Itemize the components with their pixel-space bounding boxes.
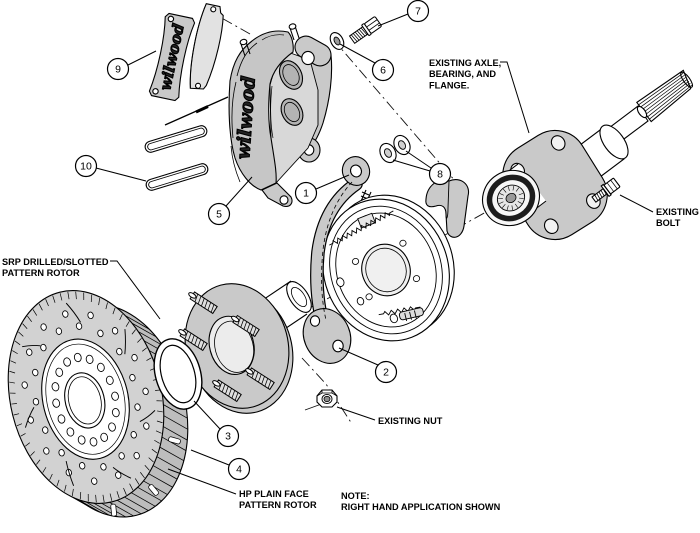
rotor xyxy=(7,290,189,518)
callout-5: 5 xyxy=(207,176,253,226)
hub-flange xyxy=(178,283,294,414)
callout-3: 3 xyxy=(193,400,240,448)
label-leader-srp-rotor xyxy=(110,260,161,320)
adjuster xyxy=(389,307,424,324)
label-leader-existing-axle xyxy=(500,61,530,134)
callout-number-6: 6 xyxy=(380,65,386,77)
callout-leader-8 xyxy=(392,159,431,172)
callout-number-8: 8 xyxy=(437,169,443,181)
callout-4: 4 xyxy=(190,449,251,481)
callout-circle-10 xyxy=(74,154,98,178)
label-existing-nut: EXISTING NUT xyxy=(336,406,443,426)
existing-nut-part xyxy=(316,389,338,408)
o-ring xyxy=(153,338,203,410)
callout-circle-4 xyxy=(227,457,251,481)
label-leader-existing-nut xyxy=(336,406,376,421)
callout-circle-9 xyxy=(106,57,130,81)
callout-number-7: 7 xyxy=(415,6,421,18)
label-leader-existing-bolt xyxy=(619,194,654,213)
caliper-script-text: wilwood xyxy=(233,75,260,160)
callout-layer: 1 2 3 4 5 6 7 8 9 10 xyxy=(74,0,452,481)
callout-circle-7 xyxy=(406,0,430,23)
callout-leader-8 xyxy=(405,150,432,169)
label-leader-hp-rotor xyxy=(167,468,237,495)
label-hp-rotor-line2: PATTERN ROTOR xyxy=(239,500,317,510)
label-note-line2: RIGHT HAND APPLICATION SHOWN xyxy=(341,502,501,512)
callout-8: 8 xyxy=(392,150,452,186)
callout-1: 1 xyxy=(294,174,350,205)
label-existing-axle-line2: BEARING, AND xyxy=(429,69,496,79)
callout-leader-10 xyxy=(95,167,147,182)
wheel-stud xyxy=(245,367,275,391)
caliper: wilwood xyxy=(228,23,333,207)
callout-10: 10 xyxy=(74,154,147,182)
label-existing-bolt-line1: EXISTING xyxy=(656,207,699,217)
callout-number-4: 4 xyxy=(236,464,242,476)
callout-2: 2 xyxy=(338,347,398,384)
axle-bearing-flange xyxy=(481,69,694,241)
wheel-stud xyxy=(231,314,260,338)
washer-6 xyxy=(329,32,345,50)
callout-9: 9 xyxy=(106,50,157,81)
caliper-body xyxy=(228,30,294,191)
callout-leader-6 xyxy=(339,43,376,64)
callout-leader-9 xyxy=(127,50,157,66)
brake-pads: wilwood xyxy=(148,3,224,102)
label-existing-nut-line1: EXISTING NUT xyxy=(378,416,443,426)
callout-leader-2 xyxy=(338,347,379,366)
axle-spline xyxy=(636,69,694,123)
mount-bolt xyxy=(348,16,382,45)
callout-circle-6 xyxy=(371,58,395,82)
callout-circle-8 xyxy=(428,162,452,186)
callout-circle-5 xyxy=(207,202,231,226)
label-existing-axle-line3: FLANGE. xyxy=(429,80,469,90)
bleed-screw-1 xyxy=(239,38,251,57)
callout-number-9: 9 xyxy=(115,64,121,76)
backing-plate-assembly xyxy=(322,179,470,342)
callout-circle-2 xyxy=(374,360,398,384)
callout-leader-4 xyxy=(190,449,230,466)
wheel-stud xyxy=(188,291,218,315)
bearing xyxy=(481,169,541,227)
callout-7: 7 xyxy=(377,0,430,27)
callout-leader-7 xyxy=(377,13,409,27)
callout-number-2: 2 xyxy=(383,367,389,379)
label-existing-axle-line1: EXISTING AXLE, xyxy=(429,58,501,68)
callout-number-3: 3 xyxy=(225,431,231,443)
callout-number-5: 5 xyxy=(216,209,222,221)
wheel-stud xyxy=(178,328,208,352)
label-srp-rotor-line2: PATTERN ROTOR xyxy=(2,268,80,278)
label-note-line1: NOTE: xyxy=(341,491,370,501)
label-note: NOTE:RIGHT HAND APPLICATION SHOWN xyxy=(341,491,501,512)
caliper-bracket xyxy=(302,156,371,364)
callout-circle-1 xyxy=(294,181,318,205)
callout-leader-1 xyxy=(315,174,350,190)
label-hp-rotor-line1: HP PLAIN FACE xyxy=(239,489,309,499)
existing-bolt-part xyxy=(591,177,621,203)
callout-number-10: 10 xyxy=(80,161,92,173)
washers-8 xyxy=(379,134,411,164)
callout-number-1: 1 xyxy=(303,188,309,200)
callout-6: 6 xyxy=(339,43,395,82)
bleed-screw-2 xyxy=(288,23,300,41)
anti-rattle-clips xyxy=(144,96,229,191)
label-existing-bolt-line2: BOLT xyxy=(656,218,681,228)
callout-leader-3 xyxy=(193,400,221,430)
wheel-stud xyxy=(212,379,242,403)
label-srp-rotor-line1: SRP DRILLED/SLOTTED xyxy=(2,257,109,267)
callout-circle-3 xyxy=(216,424,240,448)
callout-leader-5 xyxy=(225,176,253,207)
